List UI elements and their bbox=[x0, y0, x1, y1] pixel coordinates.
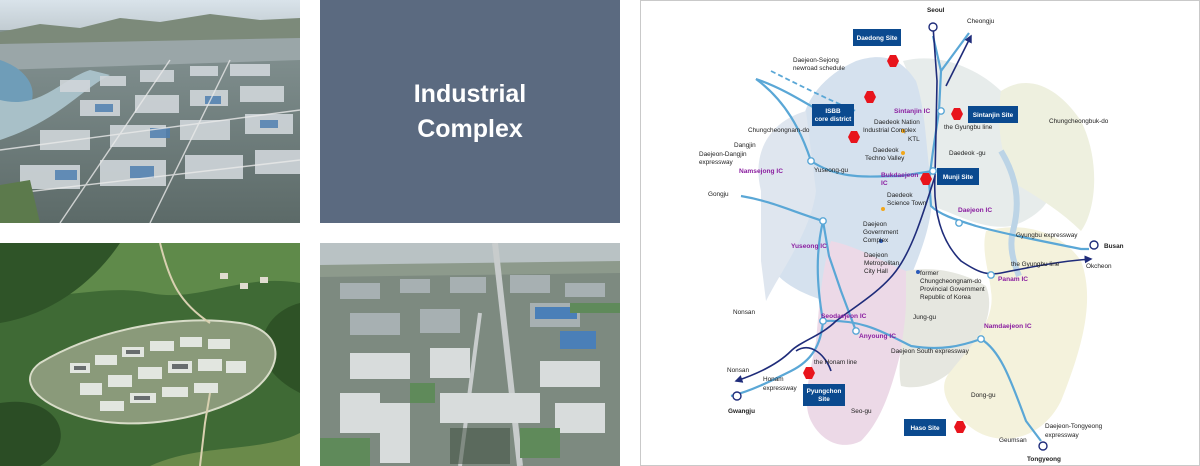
place-nonsan-low: Nonsan bbox=[727, 367, 749, 374]
title-line-1: Industrial bbox=[413, 79, 527, 108]
ic-panam-label: Panam IC bbox=[998, 276, 1028, 283]
place-jung-gu: Jung-gu bbox=[913, 314, 937, 321]
region-jung-gu bbox=[899, 269, 990, 388]
ic-seodaejeon-label: Seodaejeon IC bbox=[821, 313, 867, 320]
site-daedong-label: Daedong Site bbox=[857, 35, 898, 42]
place-techno-1: Daedeok bbox=[873, 147, 899, 154]
place-daedeok-nation-2: Industrial Complex bbox=[863, 127, 917, 134]
place-dangjin-1: Dangjin bbox=[734, 142, 756, 149]
place-south-expressway: Daejeon South expressway bbox=[891, 348, 970, 355]
ic-bukdaejeon-label-2: IC bbox=[881, 180, 888, 187]
landmark-dots bbox=[879, 129, 920, 274]
site-daedong[interactable]: Daedong Site bbox=[853, 29, 901, 46]
place-tongyeong: Tongyeong bbox=[1027, 456, 1061, 463]
place-gyungbu-line: the Gyungbu line bbox=[1011, 261, 1060, 268]
place-former-4: Republic of Korea bbox=[920, 294, 971, 301]
place-chungbuk: Chungcheongbuk-do bbox=[1049, 118, 1109, 125]
place-cityhall-1: Daejeon bbox=[864, 252, 888, 259]
ic-namsejong-label: Namsejong IC bbox=[739, 168, 783, 175]
ic-bukdaejeon-label-1: Bukdaejeon bbox=[881, 172, 918, 179]
place-gov-3: Complex bbox=[863, 237, 889, 244]
site-haso-label: Haso Site bbox=[910, 425, 940, 432]
place-daedeok-nation-1: Daedeok Nation bbox=[874, 119, 920, 126]
place-gwangju: Gwangju bbox=[728, 408, 755, 415]
place-tongyeong-ex-2: expressway bbox=[1045, 432, 1080, 439]
place-honam-line: the Honam line bbox=[814, 359, 857, 366]
river bbox=[998, 149, 1022, 278]
daejeon-location-map: Daedong Site ISBB core district Sintanji… bbox=[640, 0, 1200, 466]
region-chungbuk-edge bbox=[999, 82, 1095, 231]
region-yuseong-gu bbox=[765, 57, 932, 305]
place-gongju: Gongju bbox=[708, 191, 729, 198]
place-yuseong-gu: Yuseong-gu bbox=[814, 167, 849, 174]
ic-daejeon-label: Daejeon IC bbox=[958, 207, 992, 214]
site-pyungchon-label-1: Pyungchon bbox=[807, 388, 842, 395]
place-seoul: Seoul bbox=[927, 7, 945, 14]
industrial-aerial-photo bbox=[0, 0, 300, 223]
ic-yuseong-label: Yuseong IC bbox=[791, 243, 827, 250]
place-gyungbu-line-top: the Gyungbu line bbox=[944, 124, 993, 131]
page-title: Industrial Complex bbox=[400, 77, 540, 147]
industrial-park-rendering bbox=[0, 243, 300, 466]
site-haso[interactable]: Haso Site bbox=[904, 419, 946, 436]
place-science-1: Daedeok bbox=[887, 192, 913, 199]
place-gyungbu-expressway: Gyungbu expressway bbox=[1016, 232, 1078, 239]
place-dong-gu: Dong-gu bbox=[971, 392, 996, 399]
title-line-2: Complex bbox=[417, 114, 523, 143]
site-markers bbox=[803, 55, 966, 433]
interchange-markers bbox=[807, 107, 995, 343]
place-science-2: Science Town bbox=[887, 200, 927, 207]
place-busan: Busan bbox=[1104, 243, 1124, 250]
place-cityhall-3: City Hall bbox=[864, 268, 888, 275]
route-end-markers bbox=[732, 22, 1099, 451]
place-seo-gu: Seo-gu bbox=[851, 408, 872, 415]
place-dangjin-3: expressway bbox=[699, 159, 734, 166]
place-sejong-2: newroad schedule bbox=[793, 65, 845, 72]
site-isbb[interactable]: ISBB core district bbox=[812, 104, 854, 126]
site-munji[interactable]: Munji Site bbox=[937, 168, 979, 185]
place-techno-2: Techno Valley bbox=[865, 155, 905, 162]
place-gov-2: Government bbox=[863, 229, 898, 236]
place-cheongju: Cheongju bbox=[967, 18, 995, 25]
place-geumsan: Geumsan bbox=[999, 437, 1027, 444]
place-tongyeong-ex-1: Daejeon-Tongyeong bbox=[1045, 423, 1103, 430]
place-honam-1: Honam bbox=[763, 376, 784, 383]
site-pyungchon[interactable]: Pyungchon Site bbox=[803, 384, 845, 406]
place-okcheon: Okcheon bbox=[1086, 263, 1112, 270]
place-daedeok-gu: Daedeok -gu bbox=[949, 150, 986, 157]
site-isbb-label-2: core district bbox=[815, 116, 852, 123]
rail-network bbox=[734, 25, 1093, 383]
ic-sintanjin-label: Sintanjin IC bbox=[894, 108, 931, 115]
site-sintanjin-label: Sintanjin Site bbox=[973, 112, 1014, 119]
place-former-3: Provincial Government bbox=[920, 286, 985, 293]
place-former-2: Chungcheongnam-do bbox=[920, 278, 982, 285]
industrial-complex-title-card: Industrial Complex bbox=[320, 0, 620, 223]
place-gov-1: Daejeon bbox=[863, 221, 887, 228]
place-sejong-1: Daejeon-Sejong bbox=[793, 57, 839, 64]
ic-namdaejeon-label: Namdaejeon IC bbox=[984, 323, 1032, 330]
site-isbb-label-1: ISBB bbox=[825, 108, 841, 115]
place-chungnam: Chungcheongnam-do bbox=[748, 127, 810, 134]
place-nonsan-mid: Nonsan bbox=[733, 309, 755, 316]
place-ktl: KTL bbox=[908, 136, 920, 143]
region-outer-west bbox=[758, 111, 816, 301]
place-cityhall-2: Metropolitan bbox=[864, 260, 900, 267]
place-dangjin-2: Daejeon-Dangjin bbox=[699, 151, 747, 158]
site-pyungchon-label-2: Site bbox=[818, 396, 830, 403]
place-honam-2: expressway bbox=[763, 385, 798, 392]
research-campus-photo bbox=[320, 243, 620, 466]
ic-anyoung-label: Anyoung IC bbox=[859, 333, 896, 340]
sejong-newroad-dashed bbox=[770, 70, 857, 112]
site-sintanjin[interactable]: Sintanjin Site bbox=[968, 106, 1018, 123]
site-munji-label: Munji Site bbox=[943, 174, 974, 181]
region-dong-gu bbox=[944, 227, 1088, 439]
place-former-1: former bbox=[920, 270, 939, 277]
